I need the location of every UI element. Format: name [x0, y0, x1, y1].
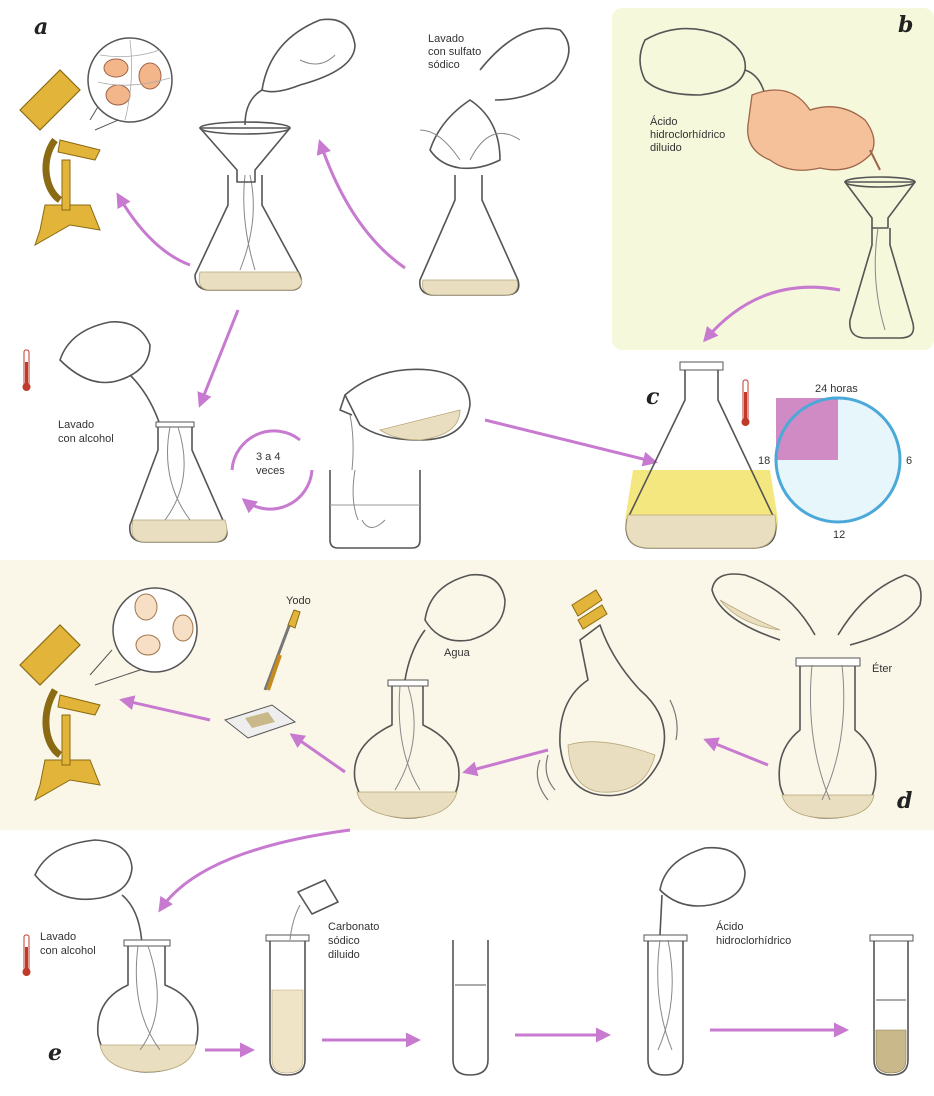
arrow-sulfate-to-funnel	[320, 142, 405, 268]
arrow-flask-to-microscope	[118, 195, 190, 265]
label-agua: Agua	[444, 647, 471, 659]
label-acido-b-2: hidroclorhídrico	[650, 129, 725, 141]
label-veces-1: 3 a 4	[256, 451, 280, 463]
arrow-beaker-to-c	[485, 420, 655, 462]
erlenmeyer-alcohol-icon	[130, 422, 227, 542]
test-tube-carbonato-icon	[266, 935, 309, 1075]
label-acido-e-1: Ácido	[716, 920, 744, 933]
label-lavado-alcohol-a-2: con alcohol	[58, 433, 114, 445]
thermometer-e-icon	[23, 935, 31, 976]
label-acido-b-1: Ácido	[650, 115, 678, 128]
panel-b-background	[612, 8, 934, 350]
label-carbonato-2: sódico	[328, 935, 360, 947]
wash-bottle-icon	[245, 19, 355, 125]
cell-magnified-view-a	[88, 38, 172, 130]
label-lavado-sulfato-1: Lavado	[428, 33, 464, 45]
panel-letter-a: a	[34, 14, 48, 40]
clock-label-12: 12	[833, 529, 845, 541]
pouring-flask-icon	[340, 369, 470, 470]
test-tube-acido-icon	[644, 935, 687, 1075]
round-flask-e-icon	[98, 940, 198, 1072]
label-veces-2: veces	[256, 465, 285, 477]
panel-letter-b: b	[898, 12, 913, 38]
thermometer-icon	[23, 350, 31, 391]
panel-letter-e: e	[48, 1040, 62, 1066]
label-carbonato-3: diluido	[328, 949, 360, 961]
clock-label-18: 18	[758, 455, 770, 467]
clock-icon	[776, 398, 900, 522]
microscope-icon	[20, 70, 100, 245]
arrow-funnel-to-alcohol	[200, 310, 238, 405]
clock-label-6: 6	[906, 455, 912, 467]
label-eter: Éter	[872, 662, 893, 675]
beaker-icon	[330, 470, 420, 548]
wash-bottle-e-icon	[35, 840, 142, 945]
thermometer-c-icon	[742, 380, 750, 426]
label-lavado-sulfato-3: sódico	[428, 59, 460, 71]
label-lavado-alcohol-a-1: Lavado	[58, 419, 94, 431]
arrow-agua-to-row-e	[160, 830, 350, 910]
test-tube-precipitate-icon	[870, 935, 913, 1075]
label-yodo: Yodo	[286, 595, 311, 607]
label-lavado-alcohol-e-2: con alcohol	[40, 945, 96, 957]
label-carbonato-1: Carbonato	[328, 921, 379, 933]
panel-letter-c: c	[646, 384, 660, 410]
panel-letter-d: d	[897, 788, 912, 814]
test-tube-clear-icon	[453, 940, 488, 1075]
erlenmeyer-flask-icon	[195, 175, 302, 290]
label-acido-b-3: diluido	[650, 142, 682, 154]
funnel-icon	[200, 122, 290, 182]
clock-label-24: 24 horas	[815, 383, 858, 395]
wash-bottle-alcohol-icon	[60, 322, 160, 425]
label-lavado-sulfato-2: con sulfato	[428, 46, 481, 58]
label-acido-e-2: hidroclorhídrico	[716, 935, 791, 947]
label-lavado-alcohol-e-1: Lavado	[40, 931, 76, 943]
